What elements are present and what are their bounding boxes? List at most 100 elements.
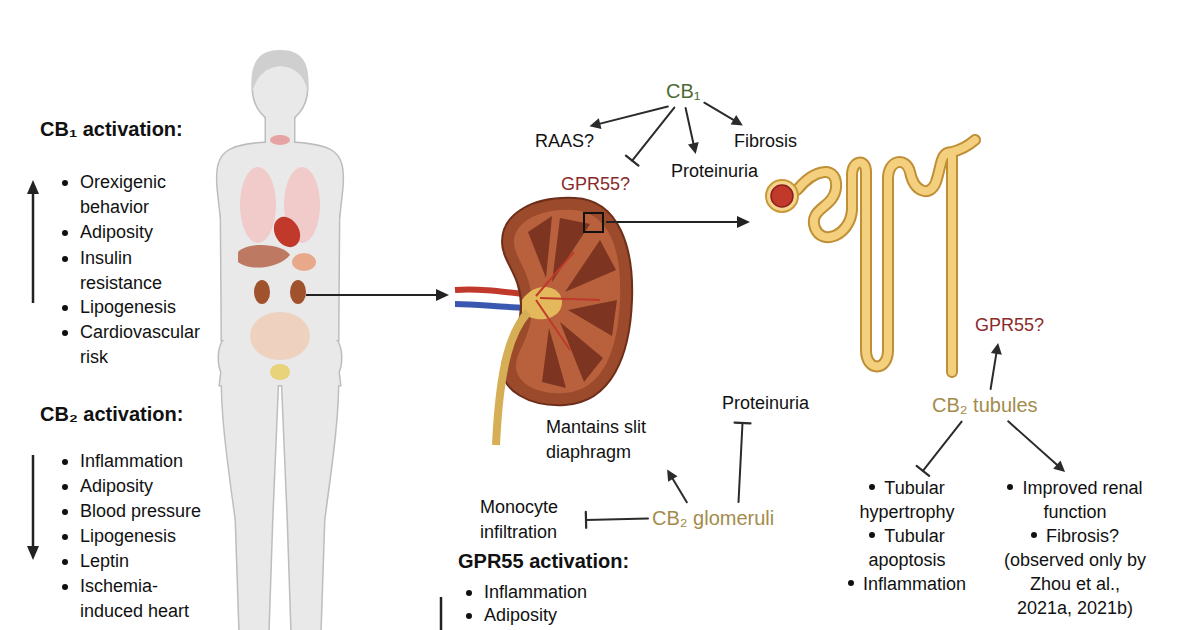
list-item: Inflammation: [462, 581, 642, 604]
list-item: Cardiovascular risk: [58, 320, 213, 370]
bullet-dot: [62, 559, 68, 565]
bullet-dot: [62, 230, 68, 236]
section-heading: GPR55 activation:: [458, 549, 629, 574]
list-text: Orexigenic behavior: [80, 170, 213, 220]
receptor-label: GPR55?: [559, 170, 632, 199]
connector-line: [1008, 421, 1058, 466]
lung: [240, 167, 276, 243]
nephron-tubule: [797, 140, 975, 372]
body-kidney: [254, 280, 270, 304]
list-text: Inflammation: [863, 574, 966, 594]
bowman-capsule: [766, 180, 798, 212]
list-item: Adiposity: [58, 474, 220, 499]
effect-label: Monocyte infiltration: [478, 493, 582, 547]
arrow-head: [590, 118, 602, 129]
connector: [991, 343, 1002, 389]
decrease-arrow-head: [27, 546, 39, 560]
node-text: Proteinuria: [722, 391, 809, 416]
connector-line: [632, 108, 674, 161]
connector: [626, 108, 674, 166]
list-text: Fibrosis? (observed only by Zhou et al.,…: [1004, 526, 1146, 618]
list-text: Ischemia- induced heart: [80, 574, 220, 624]
effect-bar: [440, 597, 443, 630]
arrow-head: [991, 343, 1002, 355]
list-item: Ischemia- induced heart: [58, 574, 220, 624]
inhibition-bar: [917, 466, 930, 476]
connector-line: [686, 108, 694, 145]
node-text: CB₂ glomeruli: [652, 506, 774, 531]
list-item: Adiposity: [58, 220, 213, 245]
list-text: Adiposity: [80, 474, 220, 499]
bullet-dot: [62, 534, 68, 540]
node-text: GPR55?: [561, 172, 630, 197]
list-text: Cardiovascular risk: [80, 320, 213, 370]
inhibition-bar: [626, 156, 639, 166]
receptor-label: CB₁: [664, 77, 703, 106]
bullet-dot: [62, 256, 68, 262]
connector-line: [672, 477, 687, 502]
effect-list: Improved renal functionFibrosis? (observ…: [998, 474, 1152, 622]
effect-label: Proteinuria: [669, 157, 760, 186]
list-item: Blood pressure: [58, 499, 220, 524]
effect-label: RAAS?: [533, 127, 596, 156]
connector: [735, 423, 751, 502]
list-item: Lipogenesis: [58, 524, 220, 549]
heart: [269, 212, 306, 252]
node-text: Proteinuria: [671, 159, 758, 184]
effect-label: Proteinuria: [720, 389, 811, 418]
list-item: Tubular apoptosis: [842, 524, 972, 572]
bullet-dot: [62, 305, 68, 311]
kidney-cortex: [514, 210, 620, 393]
inhibition-bar: [585, 512, 588, 528]
bullet-dot: [848, 580, 854, 586]
bladder: [270, 364, 290, 380]
decrease-arrow: [32, 455, 35, 548]
list-item: Leptin: [58, 549, 220, 574]
bullet-dot: [466, 613, 472, 619]
kidney-pyramid: [565, 240, 616, 292]
list-text: Adiposity: [80, 220, 213, 245]
connector: [1008, 421, 1065, 472]
kidney-pyramid: [528, 216, 552, 278]
arrow-head: [667, 470, 677, 482]
connector: [686, 108, 699, 154]
list-text: Blood pressure: [80, 499, 220, 524]
list-text: Adiposity: [484, 604, 642, 627]
connector: [917, 422, 962, 476]
bullet-dot: [1031, 532, 1037, 538]
arrow-head: [688, 142, 699, 154]
list-text: Inflammation: [484, 581, 642, 604]
list-item: Insulin resistance: [58, 246, 213, 296]
arrow-head: [1053, 461, 1065, 472]
node-text: CB₂ tubules: [932, 393, 1038, 418]
connector: [590, 107, 668, 129]
receptor-label: CB₂ glomeruli: [650, 504, 776, 533]
increase-arrow-head: [27, 180, 39, 194]
liver: [238, 245, 290, 268]
kidney-pyramid: [560, 322, 603, 382]
connector-line: [739, 423, 743, 502]
list-text: Lipogenesis: [80, 295, 213, 320]
list-text: Insulin resistance: [80, 246, 213, 296]
glomerulus: [771, 185, 793, 207]
stomach: [292, 253, 316, 271]
effect-label: Mantains slit diaphragm: [544, 413, 672, 467]
effect-list: Tubular hypertrophyTubular apoptosisInfl…: [840, 474, 974, 598]
bullet-dot: [869, 532, 875, 538]
list-item: Improved renal function: [1000, 476, 1150, 524]
kidney-pyramid: [568, 300, 617, 336]
bullet-dot: [466, 590, 472, 596]
list-item: Inflammation: [842, 572, 972, 596]
bullet-dot: [62, 509, 68, 515]
bullet-dot: [62, 484, 68, 490]
artery-branch: [536, 252, 600, 350]
body-hair: [251, 50, 308, 92]
zoom-box: [584, 213, 603, 232]
list-item: Tubular hypertrophy: [842, 476, 972, 524]
node-text: Fibrosis: [734, 129, 797, 154]
intestine: [250, 312, 310, 360]
node-text: Mantains slit diaphragm: [546, 415, 670, 465]
zoom-arrow-head: [737, 216, 750, 228]
node-text: CB₁: [666, 79, 701, 104]
